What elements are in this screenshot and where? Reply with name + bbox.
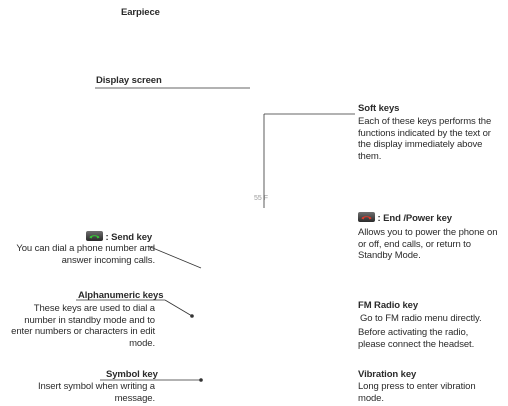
earpiece-label: Earpiece bbox=[121, 7, 160, 18]
send-key-leader bbox=[147, 245, 202, 269]
alphanumeric-keys-label: Alphanumeric keys bbox=[78, 290, 164, 301]
end-power-key-heading: : End /Power key bbox=[358, 212, 452, 224]
end-power-key-description: Allows you to power the phone on or off,… bbox=[358, 227, 498, 261]
fm-radio-key-description-2: Before activating the radio, please conn… bbox=[358, 327, 475, 350]
fm-radio-key-description-1: Go to FM radio menu directly. bbox=[360, 313, 482, 324]
symbol-key-label: Symbol key bbox=[106, 369, 158, 380]
red-phone-icon bbox=[358, 212, 375, 222]
soft-keys-label: Soft keys bbox=[358, 103, 400, 114]
green-phone-icon bbox=[86, 231, 103, 241]
send-key-label: : Send key bbox=[105, 232, 153, 243]
vibration-key-label: Vibration key bbox=[358, 369, 417, 380]
symbol-key-leader-dot bbox=[199, 378, 203, 382]
symbol-key-description: Insert symbol when writing a message. bbox=[37, 381, 155, 404]
vibration-key-description: Long press to enter vibration mode. bbox=[358, 381, 476, 404]
soft-keys-description: Each of these keys performs the function… bbox=[358, 116, 492, 162]
display-screen-label: Display screen bbox=[96, 75, 162, 86]
alphanumeric-keys-leader-dot bbox=[190, 314, 194, 318]
page-number: 55 F bbox=[254, 195, 269, 202]
end-power-key-label: : End /Power key bbox=[377, 213, 453, 224]
send-key-description: You can dial a phone number and answer i… bbox=[16, 243, 155, 266]
send-key-heading: : Send key bbox=[86, 231, 152, 243]
fm-radio-key-label: FM Radio key bbox=[358, 300, 419, 311]
alphanumeric-keys-description: These keys are used to dial a number in … bbox=[11, 303, 155, 349]
alphanumeric-keys-leader-diagonal bbox=[164, 299, 193, 317]
